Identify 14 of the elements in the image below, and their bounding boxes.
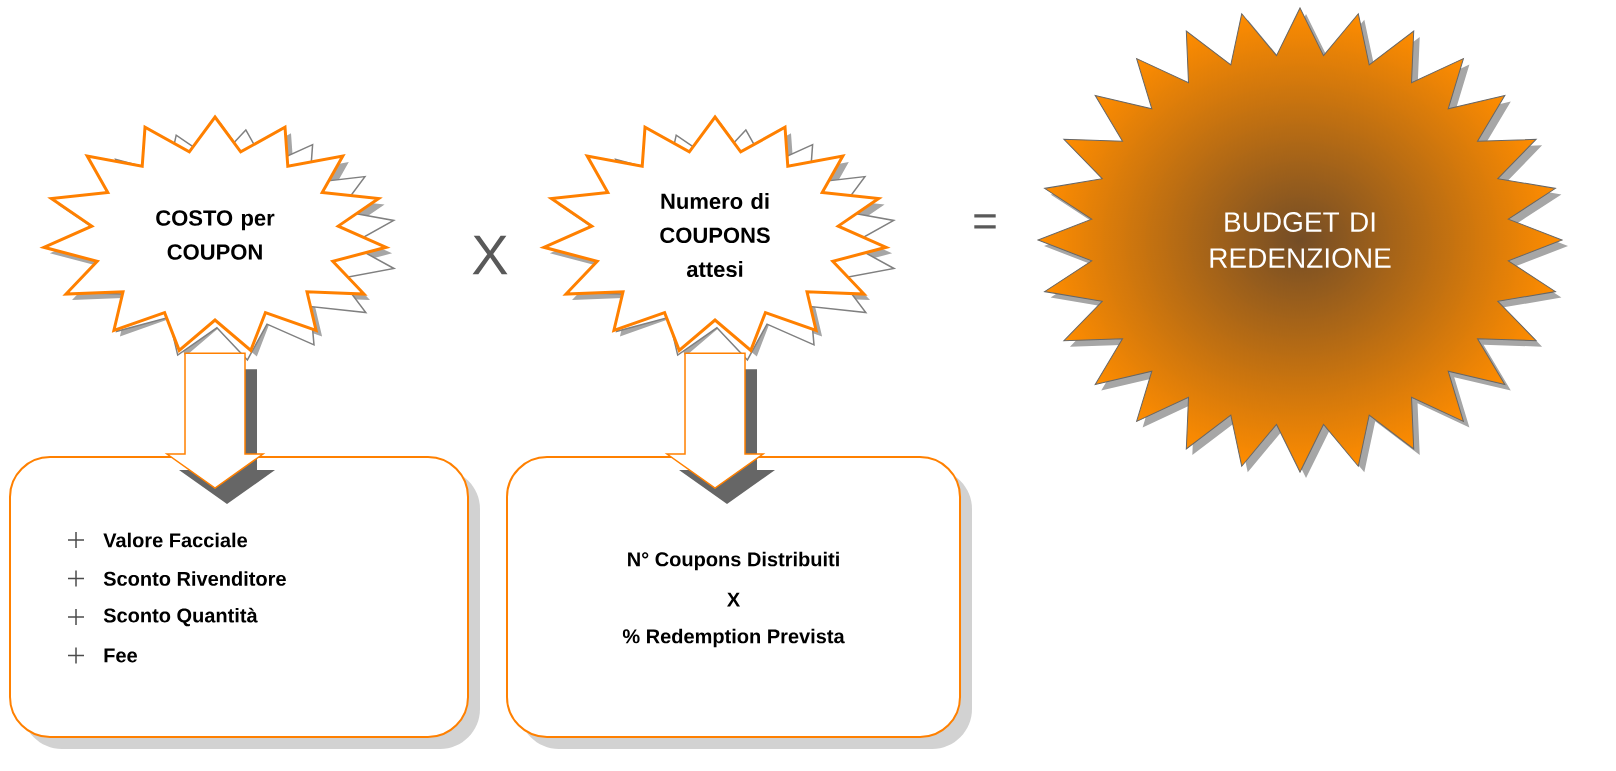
block-arrow (164, 352, 275, 504)
operator-sign: X (472, 235, 508, 275)
rounded-box (506, 456, 972, 749)
text-line: N° Coupons Distribuiti (628, 551, 839, 571)
list-item: Valore Facciale (103, 532, 248, 548)
text-line: % Redemption Prevista (622, 628, 845, 648)
list-item: Sconto Quantità (103, 607, 258, 627)
list-item: Fee (104, 648, 137, 663)
rounded-box (9, 456, 480, 749)
block-arrow (664, 352, 775, 504)
operator-sign: = (974, 214, 996, 229)
list-item: Sconto Rivenditore (103, 571, 286, 586)
text-line: X (727, 592, 740, 607)
starburst-badge: BUDGET DI REDENZIONE (1037, 7, 1568, 478)
